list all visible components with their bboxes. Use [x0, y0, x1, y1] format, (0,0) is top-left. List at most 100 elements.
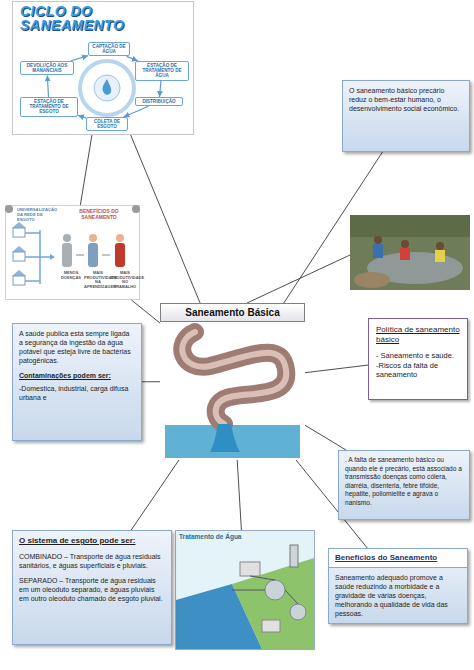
stage-label: ESTAÇÃO DE TRATAMENTO DE ÁGUA	[137, 63, 187, 79]
house-roof	[12, 222, 26, 228]
photo-child	[436, 242, 444, 250]
cycle-arrow	[71, 56, 88, 61]
text-box: . A falta de saneamento básico ou quando…	[338, 450, 470, 520]
image-frame	[6, 206, 140, 300]
tank	[290, 604, 306, 620]
photo-child	[435, 250, 445, 262]
cycle-arrow	[124, 106, 149, 117]
cycle-arrow	[47, 75, 48, 97]
photo-vegetation	[350, 215, 470, 237]
text-box: Benefícios do SaneamentoSaneamento adequ…	[328, 548, 468, 624]
list-item: - Saneamento e saúde.	[376, 351, 460, 361]
stage-label: ESTAÇÃO DE TRATAMENTO DE ESGOTO	[22, 99, 76, 115]
central-title: Saneamento Básica	[160, 303, 305, 322]
image-box: UNIVERSALIZAÇÃO DA REDE DE ESGOTO BENEFÍC…	[5, 205, 140, 300]
connector-line	[131, 460, 179, 530]
image-box: CICLO DO SANEAMENTO CAPTAÇÃO DE ÁGUA ESTAÇ…	[12, 1, 194, 135]
image-frame	[176, 531, 315, 650]
stage-label: DEVOLUÇÃO AOS MANANCIAIS	[22, 63, 72, 73]
pipe	[182, 332, 286, 424]
body-text: A saúde publica esta sempre ligada a seg…	[19, 329, 135, 365]
cycle-hub	[94, 75, 120, 101]
tower	[290, 545, 298, 567]
house	[13, 276, 25, 285]
connector-line	[142, 381, 160, 382]
water-flow	[210, 424, 240, 452]
photo-child	[374, 236, 382, 244]
image-frame	[13, 2, 194, 135]
photo-child	[401, 240, 409, 248]
arrow-shape	[50, 254, 55, 260]
photo-rock	[354, 272, 390, 288]
sub-heading: Contaminações podem ser:	[19, 371, 135, 380]
person-body	[62, 243, 72, 267]
building	[240, 562, 260, 576]
person-body	[115, 243, 125, 267]
cycle-ring	[80, 61, 134, 115]
water-surface	[165, 425, 300, 458]
connector-line	[305, 425, 346, 450]
carousel-button	[132, 205, 140, 213]
stage-label: COLETA DE ESGOTO	[88, 119, 126, 129]
stage-box: COLETA DE ESGOTO	[86, 117, 128, 131]
body-text: Saneamento adequado promove a saúde redu…	[329, 568, 467, 618]
box-heading: O sistema de esgoto pode ser:	[19, 536, 165, 546]
connector-line	[305, 365, 368, 373]
stage-box: DEVOLUÇÃO AOS MANANCIAIS	[20, 61, 74, 75]
arrow-line	[76, 255, 110, 256]
house-roof	[12, 270, 26, 276]
cycle-arrow	[159, 81, 161, 97]
person-head	[63, 234, 71, 242]
house	[13, 228, 25, 237]
photo-child	[373, 244, 383, 258]
image-text: UNIVERSALIZAÇÃO DA REDE DE ESGOTO	[17, 208, 57, 222]
body-text: SEPARADO – Transporte de água residuais …	[19, 576, 165, 603]
building	[262, 620, 280, 632]
connector-line	[80, 135, 92, 205]
stage-box: ESTAÇÃO DE TRATAMENTO DE ESGOTO	[20, 97, 78, 117]
image-text: MENOS DOENÇAS	[57, 271, 85, 280]
image-text: MAIS PRODUTIVIDADE NO TRABALHO	[111, 271, 139, 289]
carousel-button	[5, 205, 13, 213]
photo-child	[400, 248, 410, 260]
text-box: O sistema de esgoto pode ser: COMBINADO –…	[12, 530, 172, 645]
node-text: O saneamento básico precário reduz o bem…	[349, 86, 463, 113]
land	[232, 558, 314, 649]
connector-line	[237, 460, 241, 530]
pipe-line	[232, 576, 298, 604]
text-box: Política de saneamento básico- Saneament…	[368, 318, 468, 400]
house	[13, 252, 25, 261]
image-title: Tratamento de Água	[179, 533, 241, 541]
stage-label: DISTRIBUIÇÃO	[137, 99, 181, 104]
connector-line	[131, 135, 200, 303]
image-text: BENEFÍCIOS DO SANEAMENTO	[63, 208, 135, 220]
person-head	[116, 234, 124, 242]
stage-label: CAPTAÇÃO DE ÁGUA	[90, 44, 128, 54]
tank	[265, 580, 285, 600]
body-text: . A falta de saneamento básico ou quando…	[345, 456, 463, 508]
image-background	[165, 323, 300, 458]
list-item: -Riscos da falta de saneamento	[376, 361, 460, 380]
person-head	[89, 234, 97, 242]
stage-box: ESTAÇÃO DE TRATAMENTO DE ÁGUA	[135, 61, 189, 81]
person-body	[88, 243, 98, 267]
central-topic: Saneamento Básica	[160, 303, 305, 460]
connector-line	[284, 152, 383, 303]
image-text: MAIS PRODUTIVIDADE NA APRENDIZAGEM	[84, 271, 112, 289]
body-text: COMBINADO – Transporte de água residuais…	[19, 552, 165, 570]
text-box: O saneamento básico precário reduz o bem…	[342, 80, 470, 152]
box-heading: Benefícios do Saneamento	[329, 549, 467, 568]
image-box: Tratamento de Água	[175, 530, 315, 650]
text-box: A saúde publica esta sempre ligada a seg…	[12, 323, 142, 441]
leader-line	[247, 255, 350, 303]
stage-box: DISTRIBUIÇÃO	[135, 97, 183, 106]
water-drop	[103, 79, 112, 95]
photo	[350, 215, 470, 290]
image-title: CICLO DO SANEAMENTO	[20, 4, 140, 32]
cycle-arrow	[78, 116, 86, 118]
connector-line	[131, 300, 160, 323]
pipe-highlight	[182, 332, 286, 424]
sewer-pipe	[25, 230, 50, 284]
